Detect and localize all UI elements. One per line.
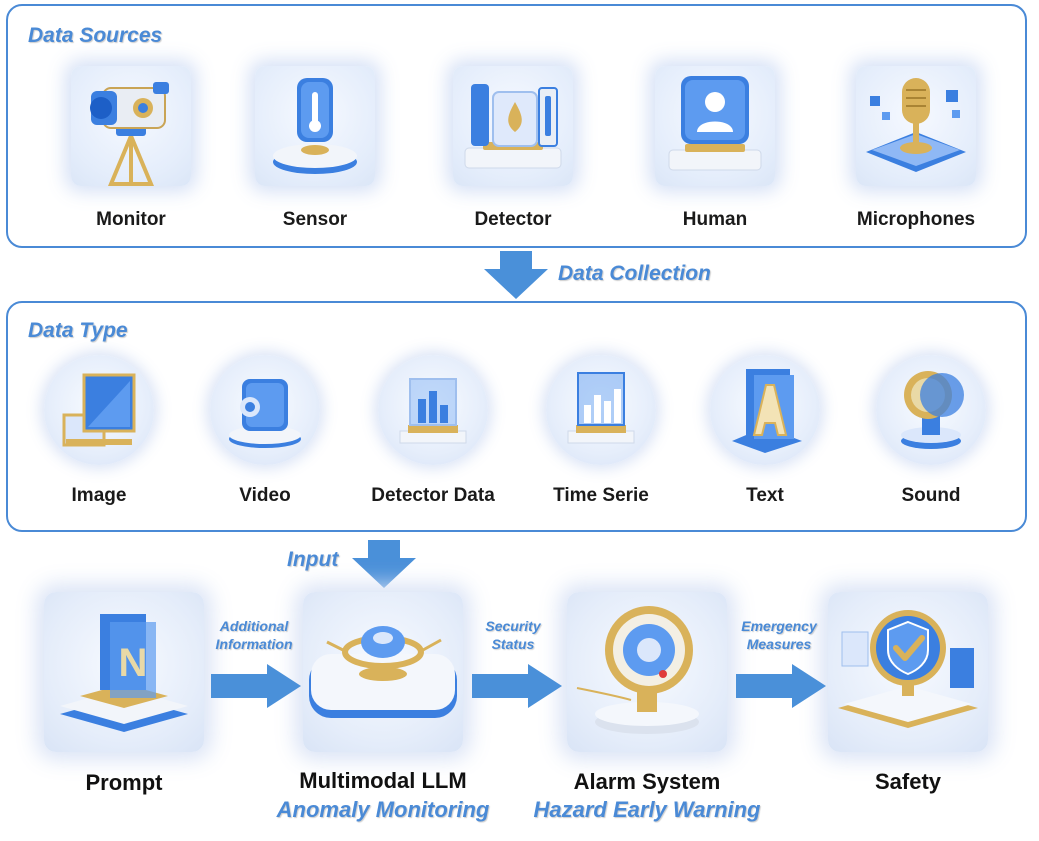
type-label: Text (746, 485, 784, 506)
prompt-icon: N (44, 592, 204, 752)
thermometer-sensor-icon (255, 66, 375, 186)
source-label: Sensor (282, 209, 348, 230)
detector-icon (453, 66, 573, 186)
down-arrow-icon (352, 540, 416, 588)
arrow-caption-line: Status (491, 636, 535, 652)
shield-check-icon (828, 592, 988, 752)
letter-a-icon (710, 355, 820, 465)
arrow-caption-line: Emergency (741, 618, 817, 634)
step-sublabel: Hazard Early Warning (533, 797, 761, 822)
type-label: Time Serie (553, 485, 649, 506)
video-icon (210, 355, 320, 465)
time-series-icon (546, 355, 656, 465)
right-arrow-icon (736, 664, 826, 708)
type-label: Detector Data (371, 485, 495, 506)
person-icon (655, 66, 775, 186)
alarm-icon (567, 592, 727, 752)
data-type-panel: Data Type Image Video (6, 301, 1027, 532)
down-arrow-icon (484, 251, 548, 299)
data-cube-icon (378, 355, 488, 465)
data-sources-panel: Data Sources Monitor (6, 4, 1027, 248)
arrow-caption-line: Measures (746, 636, 812, 652)
source-label: Monitor (96, 209, 166, 230)
step-label: Multimodal LLM (299, 768, 467, 793)
arrow-caption-line: Additional (219, 618, 289, 634)
camera-icon (71, 66, 191, 186)
microphone-icon (856, 66, 976, 186)
data-sources-title: Data Sources (28, 24, 163, 47)
source-label: Microphones (856, 209, 976, 230)
arrow-caption: Security Status (458, 617, 568, 653)
svg-text:N: N (119, 641, 148, 685)
step-sublabel: Anomaly Monitoring (276, 797, 490, 822)
llm-device-icon (303, 592, 463, 752)
right-arrow-icon (472, 664, 562, 708)
type-label: Image (71, 485, 127, 506)
step-label: Safety (874, 769, 942, 794)
source-label: Human (682, 209, 748, 230)
right-arrow-icon (211, 664, 301, 708)
arrow-caption: Additional Information (199, 617, 309, 653)
data-type-title: Data Type (28, 319, 128, 342)
arrow-caption: Emergency Measures (724, 617, 834, 653)
arrow-caption-line: Security (485, 618, 541, 634)
type-label: Video (239, 485, 291, 506)
data-collection-label: Data Collection (558, 262, 711, 285)
image-icon (44, 355, 154, 465)
source-label: Detector (474, 209, 552, 230)
step-label: Prompt (85, 770, 163, 795)
type-label: Sound (901, 485, 961, 506)
speaker-icon (876, 355, 986, 465)
step-label: Alarm System (573, 769, 721, 794)
arrow-caption-line: Information (215, 636, 293, 652)
input-label: Input (287, 548, 339, 571)
